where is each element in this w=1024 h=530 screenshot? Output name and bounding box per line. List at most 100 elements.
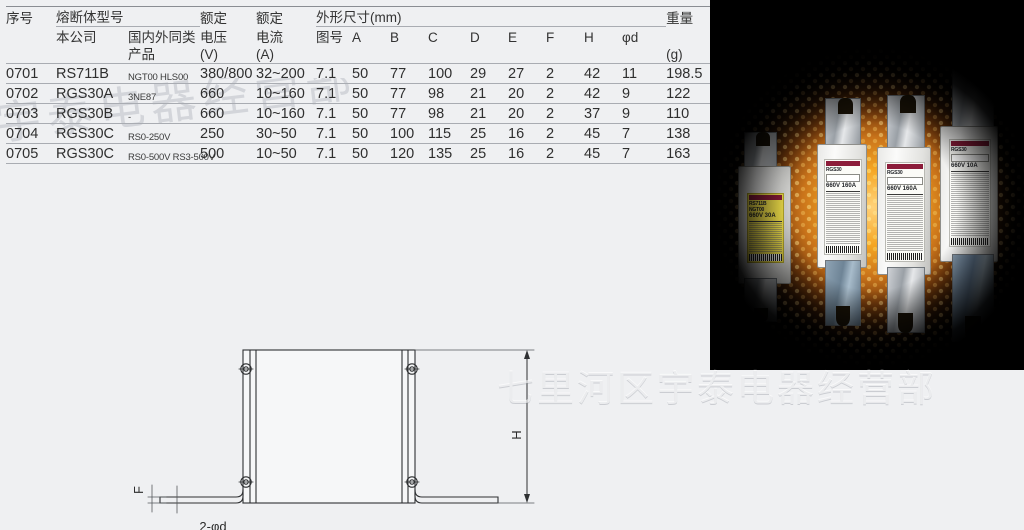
cell-b: 77	[390, 83, 428, 104]
cell-seq: 0705	[6, 143, 56, 164]
cell-model-own: RGS30B	[56, 103, 128, 124]
table-row: 0702 RGS30A 3NE87 660 10~160 7.1 50 77 9…	[6, 83, 710, 104]
table-row: 0705 RGS30C RS0-500V RS3-500V 500 10~50 …	[6, 143, 710, 164]
cell-f: 2	[546, 123, 584, 144]
cell-voltage: 250	[200, 123, 256, 144]
cell-b: 77	[390, 63, 428, 84]
drawing-svg: H F 2-φd A B C E D	[131, 349, 535, 530]
cell-d: 21	[470, 83, 508, 104]
cell-c: 135	[428, 143, 470, 164]
cell-voltage: 660	[200, 83, 256, 104]
dim-label-H: H	[509, 430, 524, 439]
cell-phid: 9	[622, 103, 667, 124]
header-dim-phid: φd	[622, 30, 639, 46]
cell-voltage: 660	[200, 103, 256, 124]
cell-e: 20	[508, 83, 546, 104]
cell-f: 2	[546, 83, 584, 104]
cell-weight: 163	[666, 143, 710, 164]
cell-phid: 7	[622, 123, 667, 144]
header-model-group: 熔断体型号	[56, 6, 200, 27]
cell-figure: 7.1	[316, 143, 352, 164]
cell-c: 100	[428, 63, 470, 84]
header-voltage-line2: 电压	[200, 30, 227, 46]
header-unit-spacer-3	[316, 46, 667, 64]
cell-figure: 7.1	[316, 63, 352, 84]
cell-voltage: 500	[200, 143, 256, 164]
cell-a: 50	[352, 123, 390, 144]
cell-b: 120	[390, 143, 428, 164]
cell-f: 2	[546, 63, 584, 84]
header-model-equiv-line1: 国内外同类	[128, 30, 196, 46]
header-unit-spacer-2	[56, 46, 128, 64]
specification-table: 序号 熔断体型号 额定 额定 外形尺寸(mm) 重量 本公司 国内外同类 电压 …	[6, 6, 710, 164]
header-current-line1: 额定	[256, 6, 316, 27]
cell-a: 50	[352, 103, 390, 124]
cell-d: 25	[470, 123, 508, 144]
cell-weight: 198.5	[666, 63, 710, 84]
product-photo: RS711B NGT00 660V 30A RGS30 660V 160A	[710, 0, 1024, 370]
cell-model-equiv: RS0-500V RS3-500V	[128, 143, 215, 164]
cell-a: 50	[352, 63, 390, 84]
cell-h: 42	[584, 63, 622, 84]
photo-vignette	[710, 0, 1024, 370]
cell-seq: 0701	[6, 63, 56, 84]
cell-d: 21	[470, 103, 508, 124]
cell-seq: 0704	[6, 123, 56, 144]
cell-figure: 7.1	[316, 123, 352, 144]
cell-h: 42	[584, 83, 622, 104]
header-unit-spacer-1	[6, 46, 56, 64]
header-dim-a: A	[352, 30, 362, 46]
header-model-equiv-line2: 产品	[128, 46, 200, 64]
table-row: 0704 RGS30C RS0-250V 250 30~50 7.1 50 10…	[6, 123, 710, 144]
cell-phid: 9	[622, 83, 667, 104]
cell-model-own: RS711B	[56, 63, 128, 84]
header-voltage-unit: (V)	[200, 46, 256, 64]
cell-d: 25	[470, 143, 508, 164]
table-row: 0701 RS711B NGT00 HLS00 380/800 32~200 7…	[6, 63, 710, 84]
cell-b: 77	[390, 103, 428, 124]
cell-weight: 122	[666, 83, 710, 104]
header-dim-e: E	[508, 30, 518, 46]
header-model-own: 本公司	[56, 30, 97, 46]
table-header-row-3: 产品 (V) (A) (g)	[6, 46, 710, 64]
cell-a: 50	[352, 83, 390, 104]
cell-h: 45	[584, 143, 622, 164]
cell-current: 10~160	[256, 103, 316, 124]
cell-model-equiv: NGT00 HLS00	[128, 63, 200, 84]
cell-b: 100	[390, 123, 428, 144]
cell-model-equiv: RS0-250V	[128, 123, 200, 144]
cell-seq: 0702	[6, 83, 56, 104]
cell-current: 10~160	[256, 83, 316, 104]
hole-callout-label: 2-φd	[199, 519, 226, 530]
front-elevation	[147, 349, 535, 514]
cell-c: 98	[428, 83, 470, 104]
cell-a: 50	[352, 143, 390, 164]
cell-f: 2	[546, 103, 584, 124]
header-dim-d: D	[470, 30, 480, 46]
header-dim-c: C	[428, 30, 438, 46]
cell-voltage: 380/800	[200, 63, 256, 84]
header-dim-f: F	[546, 30, 555, 46]
header-current-line2: 电流	[256, 30, 283, 46]
cell-model-own: RGS30A	[56, 83, 128, 104]
cell-seq: 0703	[6, 103, 56, 124]
header-weight-spacer	[666, 27, 710, 47]
cell-e: 20	[508, 103, 546, 124]
header-dim-h: H	[584, 30, 594, 46]
header-seq-spacer	[6, 27, 56, 47]
cell-model-equiv: -	[128, 103, 200, 124]
cell-f: 2	[546, 143, 584, 164]
cell-current: 32~200	[256, 63, 316, 84]
cell-current: 10~50	[256, 143, 316, 164]
table-header-row-1: 序号 熔断体型号 额定 额定 外形尺寸(mm) 重量	[6, 6, 710, 27]
header-dimensions-group: 外形尺寸(mm)	[316, 6, 667, 27]
header-dim-b: B	[390, 30, 400, 46]
table-row: 0703 RGS30B - 660 10~160 7.1 50 77 98 21…	[6, 103, 710, 124]
header-voltage-line1: 额定	[200, 6, 256, 27]
cell-h: 45	[584, 123, 622, 144]
cell-model-own: RGS30C	[56, 143, 128, 164]
cell-e: 16	[508, 123, 546, 144]
cell-current: 30~50	[256, 123, 316, 144]
header-weight-unit: (g)	[666, 46, 710, 64]
cell-figure: 7.1	[316, 83, 352, 104]
